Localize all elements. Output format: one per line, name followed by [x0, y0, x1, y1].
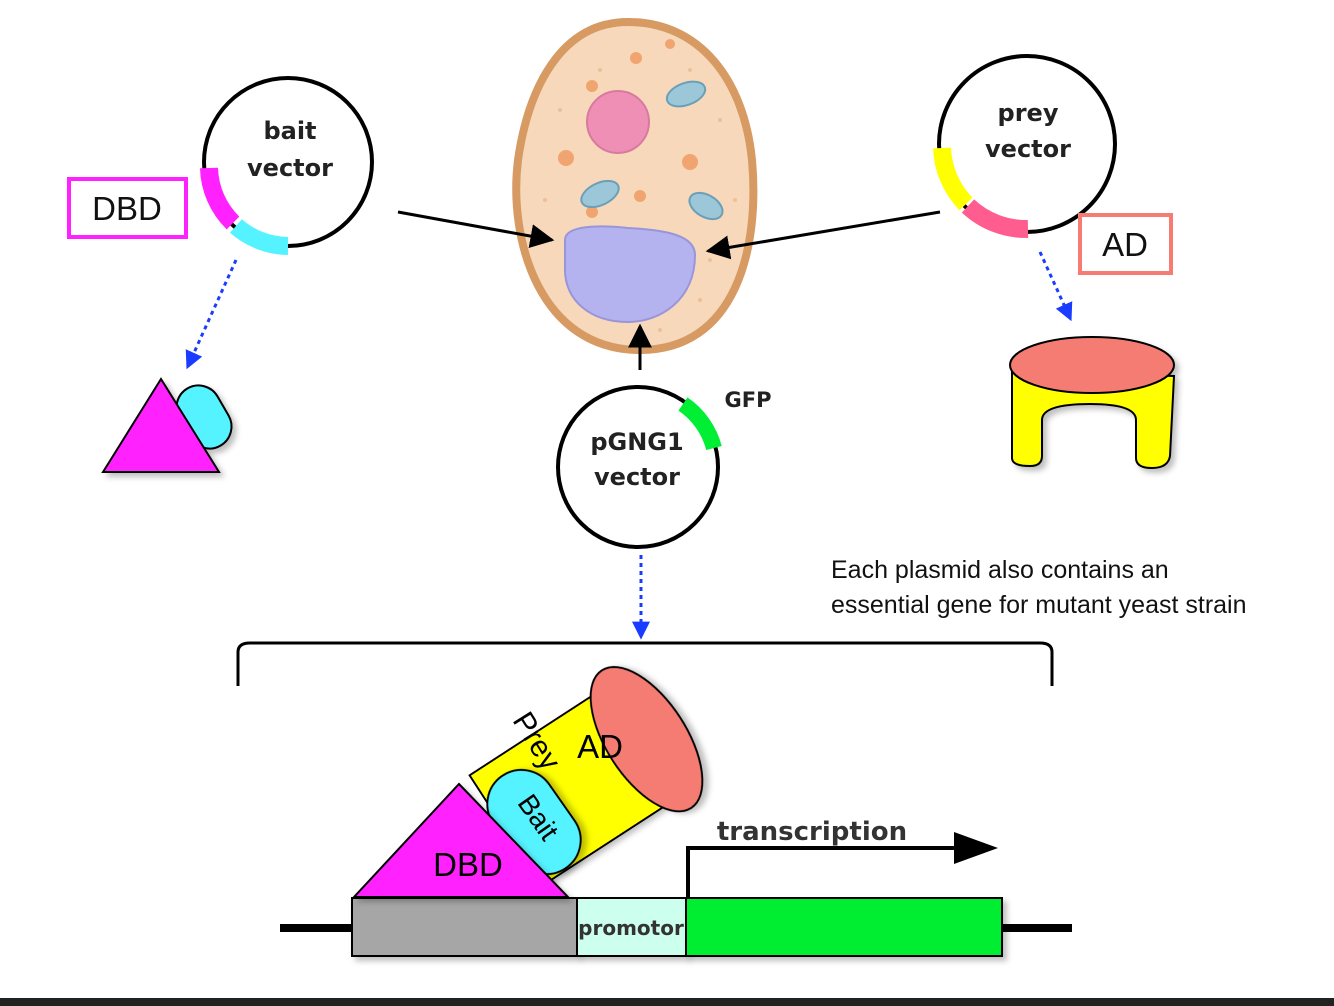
bait-vector: bait vector — [200, 76, 374, 255]
ad-box-label: AD — [1102, 226, 1148, 263]
upstream-region — [351, 897, 578, 957]
plasmid-note: Each plasmid also contains an essential … — [831, 553, 1331, 623]
pgng1-vector: pGNG1 vector GFP — [556, 385, 772, 549]
bait-vector-label-line1: bait — [263, 117, 316, 145]
prey-to-cell-arrow — [705, 210, 941, 260]
yeast-cell — [512, 17, 758, 355]
ad-ellipse — [589, 666, 704, 813]
mitochondria — [580, 80, 724, 221]
nucleolus — [586, 90, 650, 154]
pgng1-plasmid-ring — [556, 385, 720, 549]
bait-expression-arrow — [185, 259, 238, 370]
dbd-box-label: DBD — [92, 190, 162, 227]
reporter-construct: promotor transcription — [280, 817, 1072, 957]
bait-to-cell-arrow — [397, 210, 555, 248]
dbd-triangle-complex — [351, 782, 571, 898]
prey-vector: prey vector — [933, 54, 1117, 238]
transcription-arrow — [686, 846, 960, 898]
ad-box: AD — [1078, 213, 1173, 275]
protein-complex: Prey AD Bait DBD — [351, 666, 704, 898]
note-line-1: Each plasmid also contains an — [831, 556, 1169, 584]
bottom-border — [0, 998, 1334, 1006]
prey-expression-arrow — [1038, 251, 1073, 322]
transcription-label: transcription — [717, 817, 907, 847]
pgng1-label-line2: vector — [594, 463, 680, 491]
bait-cyan-segment — [230, 219, 289, 255]
transcription-arrowhead — [954, 832, 998, 864]
dbd-label: DBD — [433, 846, 503, 883]
gfp-label: GFP — [725, 388, 772, 412]
note-line-2: essential gene for mutant yeast strain — [831, 591, 1247, 619]
nucleus — [564, 225, 697, 324]
bait-vector-label-line2: vector — [247, 154, 333, 182]
bracket — [236, 641, 1054, 686]
prey-yellow-segment — [933, 147, 973, 211]
gfp-reporter-gene — [685, 897, 1003, 957]
gfp-segment — [678, 397, 722, 451]
dbd-triangle — [101, 377, 221, 473]
bait-dbd-segment — [200, 167, 240, 230]
pgng1-label-line1: pGNG1 — [590, 428, 683, 456]
dbd-box: DBD — [67, 177, 188, 239]
bait-protein — [101, 377, 233, 473]
prey-protein — [1009, 336, 1176, 470]
prey-ad-top — [1009, 336, 1175, 394]
prey-vector-label-line1: prey — [998, 99, 1059, 127]
prey-pink-segment — [961, 199, 1029, 238]
ad-label: AD — [577, 728, 623, 765]
promotor-label: promotor — [578, 916, 684, 940]
vesicles — [558, 39, 698, 218]
prey-vector-label-line2: vector — [985, 135, 1071, 163]
prey-stool — [1011, 370, 1176, 470]
